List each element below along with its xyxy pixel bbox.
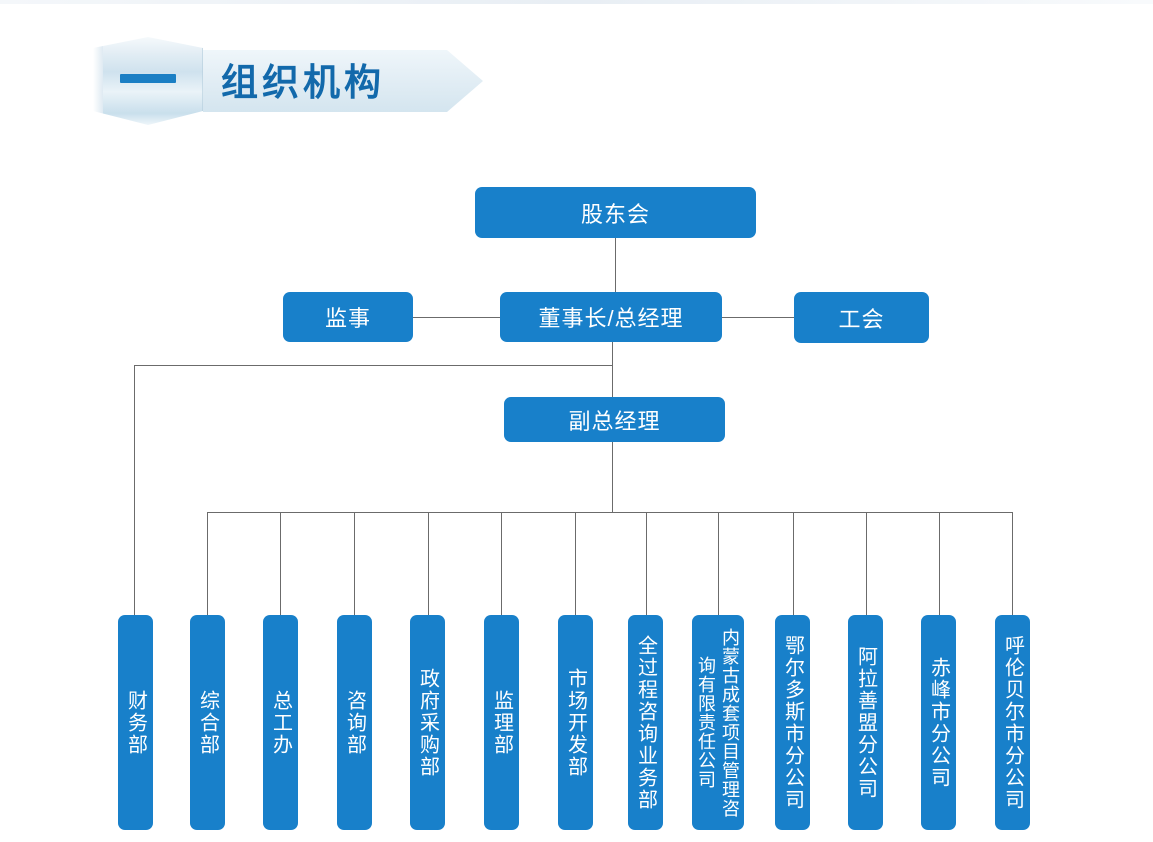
edge-drop-2 — [280, 512, 281, 615]
node-subsidiary-inner-mongolia-project-management[interactable]: 内蒙古成套项目管理咨询有限责任公司 — [692, 615, 744, 830]
ribbon-notch-top — [93, 35, 203, 48]
dash-icon — [120, 74, 176, 83]
edge-shareholders-chairman — [615, 238, 616, 294]
node-branch-ordos[interactable]: 鄂尔多斯市分公司 — [775, 615, 810, 830]
edge-drop-9 — [793, 512, 794, 615]
banner-ribbon-tail — [201, 50, 483, 112]
node-department-whole-process-consulting[interactable]: 全过程咨询业务部 — [628, 615, 663, 830]
node-union[interactable]: 工会 — [794, 292, 929, 343]
node-department-finance[interactable]: 财务部 — [118, 615, 153, 830]
node-department-consulting[interactable]: 咨询部 — [337, 615, 372, 830]
edge-drop-3 — [354, 512, 355, 615]
edge-drop-7 — [646, 512, 647, 615]
edge-drop-12 — [1012, 512, 1013, 615]
edge-chairman-union — [722, 317, 794, 318]
node-department-general-affairs[interactable]: 综合部 — [190, 615, 225, 830]
node-department-chief-engineer-office[interactable]: 总工办 — [263, 615, 298, 830]
edge-chairman-finance-vertical — [134, 365, 135, 615]
node-deputy-general-manager[interactable]: 副总经理 — [504, 397, 725, 442]
ribbon-notch-bottom — [93, 111, 203, 127]
section-banner: 组织机构 — [93, 35, 483, 127]
edge-drop-11 — [939, 512, 940, 615]
edge-drop-4 — [428, 512, 429, 615]
edge-deputy-busbar-drop — [612, 442, 613, 512]
edge-drop-1 — [207, 512, 208, 615]
edge-chairman-deputy — [612, 341, 613, 398]
node-shareholders[interactable]: 股东会 — [475, 187, 756, 238]
page-title: 组织机构 — [221, 60, 385, 104]
banner-ribbon-head — [93, 35, 203, 127]
edge-drop-8 — [718, 512, 719, 615]
edge-deputy-busbar — [207, 512, 1012, 513]
edge-drop-6 — [575, 512, 576, 615]
page-top-rule — [0, 0, 1153, 4]
node-department-market-development[interactable]: 市场开发部 — [558, 615, 593, 830]
node-branch-chifeng[interactable]: 赤峰市分公司 — [921, 615, 956, 830]
node-department-supervision[interactable]: 监理部 — [484, 615, 519, 830]
edge-chairman-finance-horizontal — [134, 365, 613, 366]
node-department-government-procurement[interactable]: 政府采购部 — [410, 615, 445, 830]
node-chairman[interactable]: 董事长/总经理 — [500, 292, 722, 342]
node-supervisor[interactable]: 监事 — [283, 292, 413, 342]
node-branch-alxa-league[interactable]: 阿拉善盟分公司 — [848, 615, 883, 830]
edge-drop-10 — [866, 512, 867, 615]
edge-chairman-supervisor — [413, 317, 503, 318]
edge-drop-5 — [501, 512, 502, 615]
node-branch-hulunbuir[interactable]: 呼伦贝尔市分公司 — [995, 615, 1030, 830]
